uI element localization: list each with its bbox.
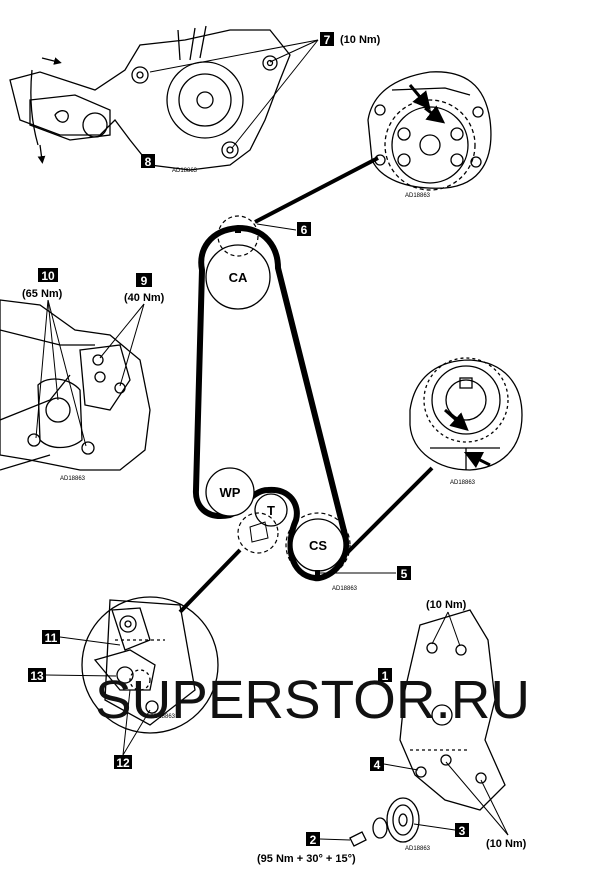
- leader-7a: [149, 39, 319, 73]
- torque-9: (40 Nm): [124, 292, 165, 304]
- leader-9b: [119, 303, 145, 387]
- leader-13: [45, 674, 117, 677]
- svg-text:5: 5: [401, 567, 408, 581]
- svg-text:8: 8: [145, 155, 152, 169]
- callout-3: 3: [455, 823, 469, 838]
- torque-7: (10 Nm): [340, 34, 381, 46]
- ref-label-top-right: AD18863: [405, 193, 431, 199]
- leader-11: [59, 636, 121, 646]
- callout-5: 5: [397, 566, 411, 581]
- leader-9a: [99, 303, 145, 359]
- callout-12: 12: [114, 755, 132, 770]
- leader-1b: [447, 611, 461, 647]
- callout-8: 8: [141, 154, 155, 169]
- leader-2: [319, 838, 351, 841]
- leader-3: [413, 823, 456, 831]
- tensioner-inset: [81, 596, 219, 734]
- pulley-label-crankshaft: CS: [309, 538, 327, 553]
- callout-13: 13: [28, 668, 46, 683]
- leader-3a: [445, 761, 509, 836]
- leader-crank-inset: [340, 466, 434, 560]
- svg-text:3: 3: [459, 824, 466, 838]
- callout-2: 2: [306, 832, 320, 847]
- water-pump-inset: [9, 25, 291, 171]
- pulley-label-water-pump: WP: [220, 485, 241, 500]
- callout-11: 11: [42, 630, 60, 645]
- leader-1a: [431, 611, 449, 645]
- torque-2: (95 Nm + 30° + 15°): [257, 853, 356, 865]
- camshaft-mark-inset: [367, 71, 492, 191]
- ref-label-mid-right: AD18863: [450, 480, 476, 486]
- leader-7c: [231, 39, 319, 149]
- ref-label-bottom-right: AD18863: [405, 846, 431, 852]
- svg-text:13: 13: [30, 669, 44, 683]
- leader-10b: [47, 299, 59, 401]
- engine-mount-inset: [0, 299, 151, 471]
- svg-text:10: 10: [41, 269, 55, 283]
- belt-routing: CA WP T CS: [192, 215, 351, 582]
- leader-tensioner-inset: [178, 548, 242, 614]
- leader-12b: [122, 709, 151, 756]
- callout-4: 4: [370, 757, 384, 772]
- lower-cover-assembly: [349, 609, 506, 847]
- leader-6: [256, 223, 297, 231]
- svg-text:2: 2: [310, 833, 317, 847]
- pulley-label-camshaft: CA: [229, 270, 248, 285]
- leader-10a: [35, 299, 49, 439]
- ref-label-center: AD18863: [332, 586, 358, 592]
- svg-text:6: 6: [301, 223, 308, 237]
- ref-label-top-left: AD18863: [172, 168, 198, 174]
- svg-text:4: 4: [374, 758, 381, 772]
- camshaft-mark-circle: [217, 215, 259, 257]
- leader-12a: [122, 689, 131, 756]
- callout-10: 10: [38, 268, 58, 283]
- svg-text:11: 11: [45, 631, 58, 645]
- svg-text:1: 1: [382, 669, 389, 683]
- svg-text:7: 7: [324, 33, 331, 47]
- pulley-label-tensioner: T: [267, 503, 275, 518]
- leader-cam-inset: [254, 156, 379, 224]
- ref-label-bottom-left: AD18863: [150, 714, 176, 720]
- torque-3: (10 Nm): [486, 838, 527, 850]
- torque-10: (65 Nm): [22, 288, 63, 300]
- leader-3b: [480, 779, 509, 836]
- leader-10c: [47, 299, 87, 447]
- callout-1: 1: [378, 668, 392, 683]
- watermark: SUPERSTOR.RU: [95, 670, 530, 730]
- callout-6: 6: [297, 222, 311, 237]
- ref-label-left: AD18863: [60, 476, 86, 482]
- svg-text:12: 12: [116, 756, 130, 770]
- crankshaft-mark-inset: [409, 357, 523, 471]
- torque-1: (10 Nm): [426, 599, 467, 611]
- callout-7: 7: [320, 32, 334, 47]
- svg-text:9: 9: [141, 274, 148, 288]
- leader-7b: [269, 39, 319, 63]
- leader-4: [383, 763, 419, 771]
- callout-9: 9: [136, 273, 152, 288]
